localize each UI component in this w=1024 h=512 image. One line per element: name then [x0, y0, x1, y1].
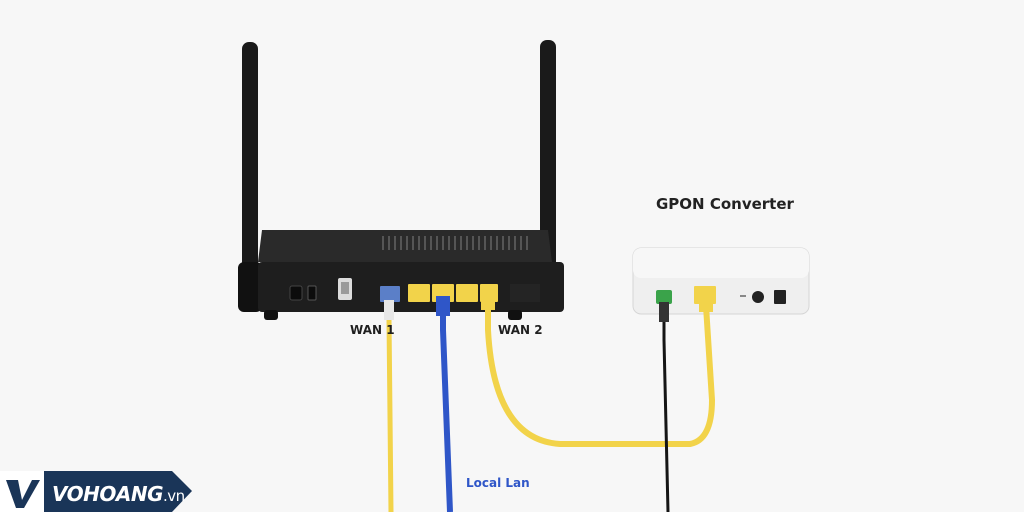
- router-vents: [382, 236, 528, 250]
- gpon-converter-label: GPON Converter: [656, 195, 794, 213]
- power-port: [289, 285, 303, 301]
- gpon-power-button: [774, 290, 786, 304]
- gpon-power-jack: [752, 291, 764, 303]
- logo-text: VOHOANG.vn: [52, 482, 185, 506]
- wan1-port: [380, 286, 400, 302]
- logo-banner: [0, 471, 192, 512]
- local-lan-cable: [440, 302, 453, 512]
- logo-mark-icon: [6, 480, 40, 508]
- lan-port-1: [408, 284, 430, 302]
- logo-suffix: .vn: [163, 487, 185, 505]
- router-antenna-right: [540, 40, 556, 292]
- power-switch: [307, 285, 317, 301]
- wan2-label: WAN 2: [498, 323, 543, 337]
- lan-port-3: [456, 284, 478, 302]
- logo-brand: VOHOANG: [52, 482, 164, 506]
- local-lan-label: Local Lan: [466, 476, 530, 490]
- router-antenna-left: [242, 42, 258, 292]
- wan2-to-gpon-cable: [485, 302, 716, 447]
- wan1-label: WAN 1: [350, 323, 395, 337]
- fiber-cable: [662, 304, 670, 512]
- router-top: [258, 230, 552, 262]
- gpon-fiber-port: [656, 290, 672, 304]
